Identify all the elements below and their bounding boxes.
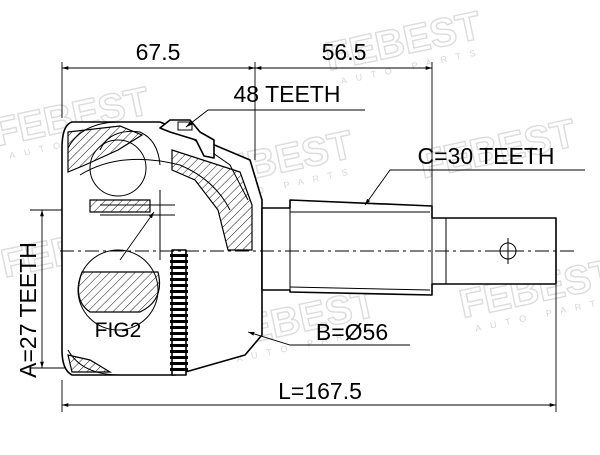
- tone-ring-tooth: [170, 332, 188, 335]
- tone-ring-tooth: [170, 302, 188, 305]
- tone-ring-tooth: [170, 296, 188, 299]
- tone-ring-tooth: [170, 272, 188, 275]
- inner-race: [77, 139, 175, 331]
- dim-total-length: L=167.5: [278, 378, 362, 404]
- tone-ring-tooth: [170, 278, 188, 281]
- tone-ring-tooth: [170, 326, 188, 329]
- tone-ring-tooth: [170, 254, 188, 257]
- tone-ring-tooth: [170, 344, 188, 347]
- dimension-labels: 67.5 56.5 48 TEETH C=30 TEETH B=Ø56 L=16…: [15, 39, 555, 404]
- label-outer-teeth: 48 TEETH: [234, 81, 341, 107]
- leader-lines: [119, 109, 585, 346]
- tone-ring-tooth: [170, 338, 188, 341]
- section-hatching: [67, 125, 253, 373]
- label-inner-teeth: A=27 TEETH: [15, 242, 41, 378]
- dim-diameter: B=Ø56: [316, 319, 388, 345]
- label-figure: FIG2: [95, 319, 142, 342]
- label-spline-teeth: C=30 TEETH: [418, 143, 555, 169]
- tone-ring-tooth: [170, 368, 188, 371]
- tone-ring-tooth: [170, 362, 188, 365]
- dim-body-length: 67.5: [136, 39, 181, 65]
- tone-ring-tooth: [170, 266, 188, 269]
- tone-ring-tooth: [170, 290, 188, 293]
- tone-ring-tooth: [170, 284, 188, 287]
- dim-shaft-length: 56.5: [322, 39, 367, 65]
- dimension-lines: [40, 66, 556, 407]
- tone-ring-tooth: [170, 356, 188, 359]
- tone-ring-tooth: [170, 308, 188, 311]
- abs-tone-ring: [170, 249, 188, 376]
- tone-ring-tooth: [170, 260, 188, 263]
- stub-shaft: [261, 199, 557, 296]
- tone-ring-tooth: [170, 314, 188, 317]
- tone-ring-tooth: [170, 350, 188, 353]
- tone-ring-tooth: [170, 320, 188, 323]
